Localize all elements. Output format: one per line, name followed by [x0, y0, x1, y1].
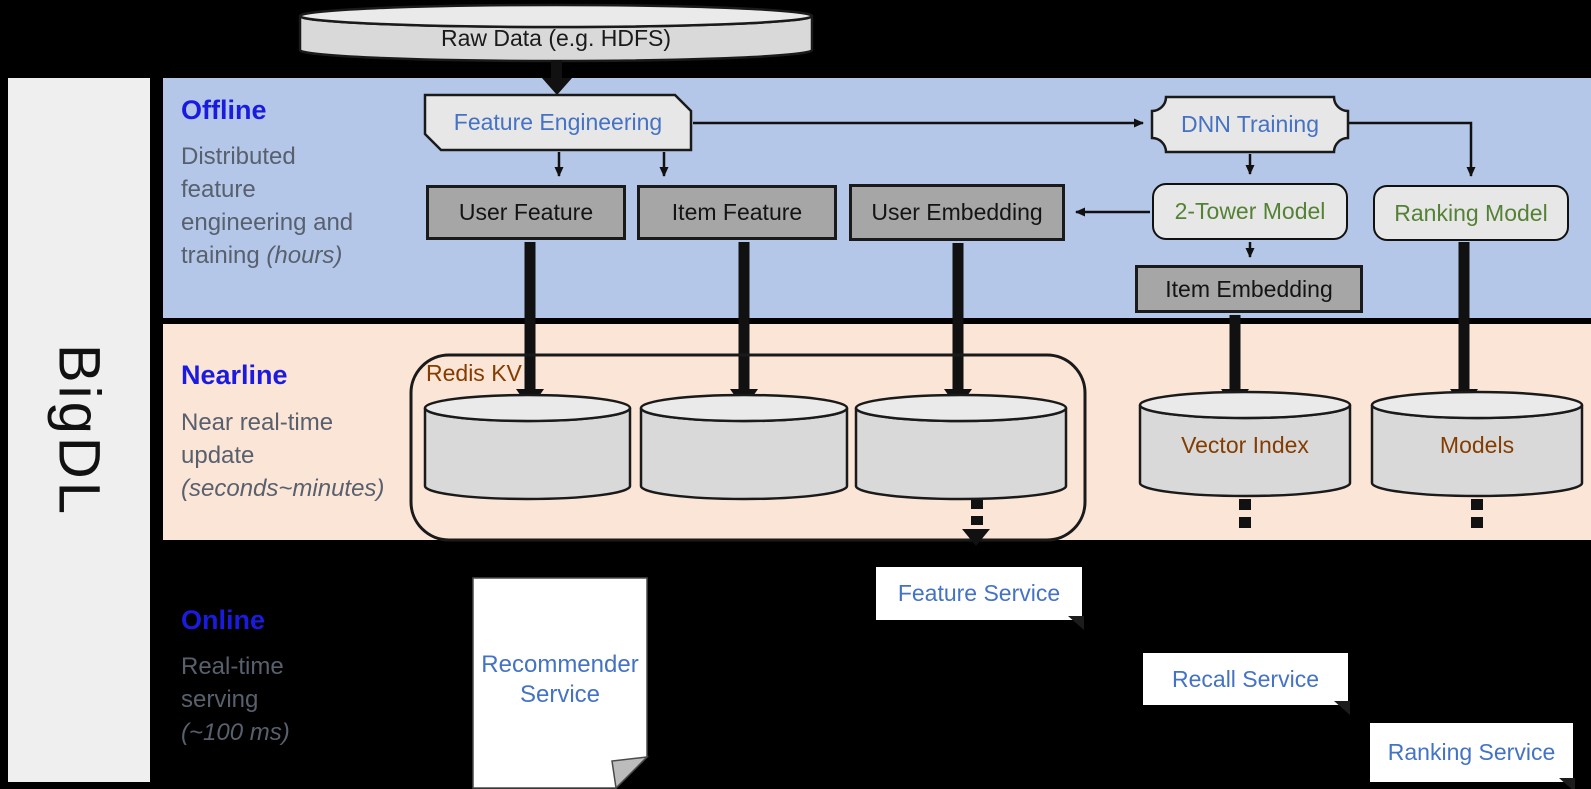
online-title: Online: [181, 605, 266, 635]
dnn-training-label: DNN Training: [1180, 111, 1320, 137]
two-tower-model-box: 2-Tower Model: [1152, 183, 1348, 240]
item-embedding-box: Item Embedding: [1135, 265, 1363, 313]
page-fold-icon: [1068, 616, 1084, 630]
bigdl-logo-text: BigDL: [46, 343, 112, 517]
user-embedding-box: User Embedding: [849, 184, 1065, 241]
item-feature-box: Item Feature: [637, 185, 837, 240]
user-feature-box: User Feature: [426, 185, 626, 240]
nearline-description: Near real-time update (seconds~minutes): [181, 409, 385, 502]
offline-description: Distributed feature engineering and trai…: [181, 143, 354, 269]
offline-title: Offline: [181, 95, 267, 125]
ranking-service-box: Ranking Service: [1370, 723, 1575, 789]
recommender-service-label: Recommender Service: [481, 651, 639, 708]
page-fold-icon: [1334, 701, 1350, 715]
recall-service-box: Recall Service: [1143, 653, 1350, 715]
online-description: Real-time serving (~100 ms): [181, 653, 290, 746]
raw-data-label: Raw Data (e.g. HDFS): [440, 24, 672, 51]
nearline-title: Nearline: [181, 360, 288, 390]
feature-engineering-label: Feature Engineering: [453, 109, 663, 135]
redis-kv-label: Redis KV: [426, 360, 522, 386]
feature-service-box: Feature Service: [876, 567, 1084, 630]
bigdl-sidebar: BigDL: [8, 78, 150, 782]
ranking-model-box: Ranking Model: [1373, 185, 1569, 241]
vector-index-label: Vector Index: [1181, 431, 1309, 458]
page-fold-icon: [1559, 778, 1575, 789]
models-label: Models: [1439, 431, 1515, 458]
